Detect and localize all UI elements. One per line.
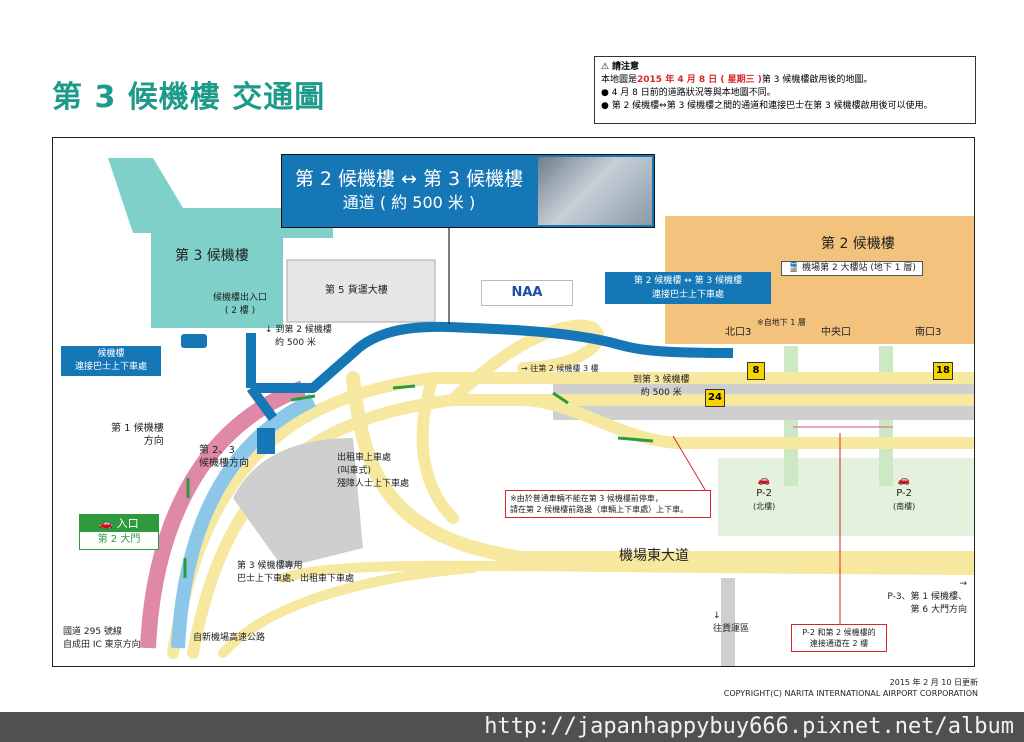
expressway-label: 自新機場高速公路: [193, 633, 266, 643]
warning-box: ※由於普通車輛不能在第 3 候機樓前停車，請在第 2 候機樓前路邊（車輛上下車處…: [505, 490, 711, 518]
taxi-label: 出租車上車處(叫車式)殘障人士上下車處: [337, 453, 410, 489]
notice-heading: ⚠ 請注意: [601, 62, 639, 72]
bus-area-shape: [233, 438, 363, 568]
warning-icon: ⚠: [601, 62, 610, 72]
terminal3-building: [108, 158, 333, 328]
east-road-label: 機場東大道: [619, 548, 689, 564]
t2-north-exit: 北口3: [725, 327, 752, 338]
bus-icon: [181, 334, 207, 348]
cargo-label: 第 5 貨運大樓: [325, 285, 388, 296]
p2-note: P-2 和第 2 候機樓的連接通道在 2 樓: [791, 624, 887, 652]
terminal2-name: 第 2 候機樓: [821, 236, 895, 252]
watermark: http://japanhappybuy666.pixnet.net/album: [0, 712, 1024, 742]
terminal2-station: 🚆 機場第 2 大樓站 (地下 1 層): [781, 261, 923, 276]
terminal3-exit: 候機樓出入口( 2 樓 ): [213, 293, 268, 316]
bus-stop-8: 8: [747, 362, 765, 380]
bus-area-label: 第 3 候機樓專用巴士上下車處、出租車下車處: [237, 561, 355, 584]
to-t1-direction: 第 1 候機樓方向: [111, 423, 164, 447]
footer-copyright: COPYRIGHT(C) NARITA INTERNATIONAL AIRPOR…: [723, 689, 978, 698]
to-t2-walk: ↓ 到第 2 候機樓約 500 米: [265, 325, 332, 348]
notice-line-3: ● 第 2 候機樓⇔第 3 候機樓之間的通道和連接巴士在第 3 候機樓啟用後可以…: [601, 101, 933, 111]
to-t2-floor3: → 往第 2 候機樓 3 樓: [521, 364, 599, 373]
cargo-direction: ↓往貨運區: [713, 611, 750, 634]
parking-area: [718, 458, 974, 536]
walkway-banner: 第 2 候機樓 ↔ 第 3 候機樓 通道 ( 約 500 米 ): [281, 154, 655, 228]
naa-logo: NAA: [481, 280, 573, 306]
bus-stop-18: 18: [933, 362, 953, 380]
parking-south: 🚗P-2(南樓): [893, 475, 916, 511]
bus-stop-24: 24: [705, 389, 725, 407]
footer-updated: 2015 年 2 月 10 日更新: [889, 678, 978, 687]
car-icon: 🚗: [897, 475, 911, 486]
walkway-photo: [538, 157, 652, 225]
connect-bus-t2: 第 2 候機樓 ↔ 第 3 候機樓連接巴士上下車處: [605, 272, 771, 304]
map: 第 2 候機樓 ↔ 第 3 候機樓 通道 ( 約 500 米 ) 第 3 候機樓…: [52, 137, 975, 667]
train-icon: 🚆: [788, 263, 800, 273]
p3-direction: →P-3、第 1 候機樓、第 6 大門方向: [887, 579, 967, 615]
parking-north: 🚗P-2(北樓): [753, 475, 776, 511]
notice-line-1: 本地圖是2015 年 4 月 8 日 ( 星期三 )第 3 候機樓啟用後的地圖。: [601, 75, 873, 85]
map-graphic: [108, 158, 974, 666]
notice-line-2: ● 4 月 8 日前的道路狀況等與本地圖不同。: [601, 88, 776, 98]
t2-south-exit: 南口3: [915, 327, 942, 338]
terminal3-name: 第 3 候機樓: [175, 248, 249, 264]
car-icon: 🚗: [757, 475, 771, 486]
t2-basement-note: ※自地下 1 層: [757, 318, 806, 327]
to-t3-walk: 到第 3 候機樓約 500 米: [633, 375, 690, 398]
t2-center-exit: 中央口: [821, 327, 851, 338]
connect-bus-t3: 候機樓連接巴士上下車處: [61, 346, 161, 376]
cargo-building: [286, 259, 436, 323]
page-title: 第 3 候機樓 交通圖: [52, 80, 326, 115]
notice-box: ⚠ 請注意 本地圖是2015 年 4 月 8 日 ( 星期三 )第 3 候機樓啟…: [594, 56, 976, 124]
entrance-label: 🚗 入口: [80, 515, 158, 532]
entrance-box: 🚗 入口 第 2 大門: [79, 514, 159, 550]
route295-label: 國道 295 號線自成田 IC 東京方向: [63, 627, 141, 650]
